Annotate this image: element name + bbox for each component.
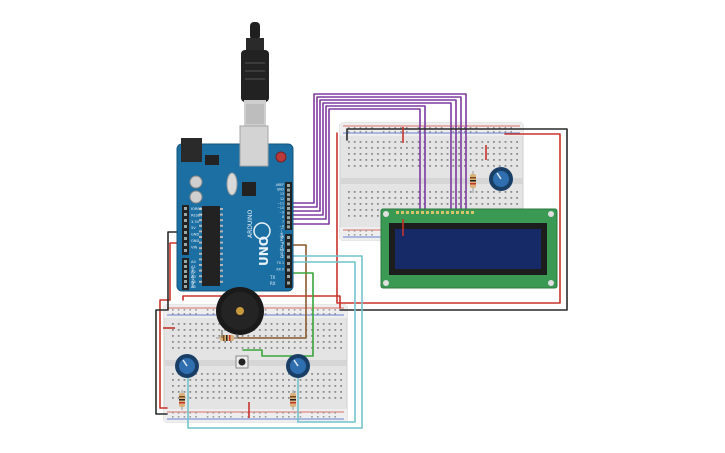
- lcd-16x2[interactable]: [380, 208, 558, 289]
- digital-pin-label: 12: [280, 197, 284, 201]
- digital-pin-label: AREF: [276, 183, 284, 187]
- board-model-label: UNO: [257, 236, 271, 266]
- pushbutton[interactable]: [235, 355, 249, 369]
- digital-pin-label: ~9: [279, 211, 284, 215]
- analog-pin-label: A3: [191, 275, 196, 279]
- analog-pin-label: A0: [191, 260, 196, 264]
- digital-pin-label: ~10: [277, 206, 284, 210]
- digital-pin-label: ~5: [279, 235, 284, 239]
- potentiometer-right[interactable]: [286, 354, 310, 378]
- wire-red-supply: [159, 242, 184, 409]
- potentiometer-left[interactable]: [175, 354, 199, 378]
- wire-black-lcd: [339, 128, 568, 311]
- breadboard-bottom: [163, 304, 348, 423]
- digital-pin-label: ~11: [277, 201, 284, 205]
- analog-pin-label: A1: [191, 265, 196, 269]
- power-pin-label: 3.3V: [191, 220, 200, 224]
- tx-label: TX: [269, 275, 275, 280]
- analog-pin-label: A5: [191, 285, 196, 289]
- wire-red-lcd: [336, 132, 561, 304]
- resistor-pot-right[interactable]: [290, 390, 296, 410]
- digital-label: DIGITAL (PWM~): [280, 228, 284, 258]
- resistor-pot-left[interactable]: [179, 390, 185, 410]
- digital-pin-label: 7: [282, 220, 284, 224]
- digital-pin-label: RX 0: [277, 268, 284, 272]
- power-pin-label: VIN: [191, 245, 198, 249]
- digital-pin-label: 4: [282, 242, 284, 246]
- analog-pin-label: A4: [191, 280, 196, 284]
- digital-pin-label: 8: [282, 215, 284, 219]
- wire-green: [242, 272, 314, 357]
- power-pin-label: IOREF: [191, 207, 202, 211]
- power-pin-label: 5V: [191, 226, 196, 230]
- contrast-potentiometer[interactable]: [489, 167, 513, 191]
- power-pin-label: GND: [191, 233, 199, 237]
- resistor-buzzer[interactable]: [216, 335, 238, 341]
- power-pin-label: GND: [191, 239, 199, 243]
- analog-label: ANALOG IN: [191, 268, 195, 288]
- jumper-links: [163, 127, 487, 418]
- power-pin-label: RESET: [191, 213, 203, 217]
- digital-pin-label: ~3: [279, 248, 284, 252]
- rx-label: RX: [270, 281, 276, 286]
- digital-pin-label: ~6: [279, 224, 284, 228]
- wire-brown: [231, 244, 307, 339]
- arduino-uno-board[interactable]: ARDUINO UNO TX RX DIGITAL (PWM~) ANALOG …: [176, 125, 294, 292]
- wire-red-top: [182, 295, 341, 309]
- analog-pin-label: A2: [191, 270, 196, 274]
- usb-cable[interactable]: [241, 22, 269, 128]
- wire-black-supply: [155, 231, 181, 415]
- digital-pin-label: GND: [277, 188, 285, 192]
- resistor-lcd[interactable]: [470, 171, 476, 193]
- digital-pin-label: 2: [282, 255, 284, 259]
- piezo-buzzer[interactable]: [216, 287, 264, 338]
- board-brand: ARDUINO: [247, 209, 254, 238]
- digital-pin-label: 13: [280, 192, 284, 196]
- purple-wires: [290, 93, 467, 225]
- digital-pin-label: TX 1: [276, 261, 284, 265]
